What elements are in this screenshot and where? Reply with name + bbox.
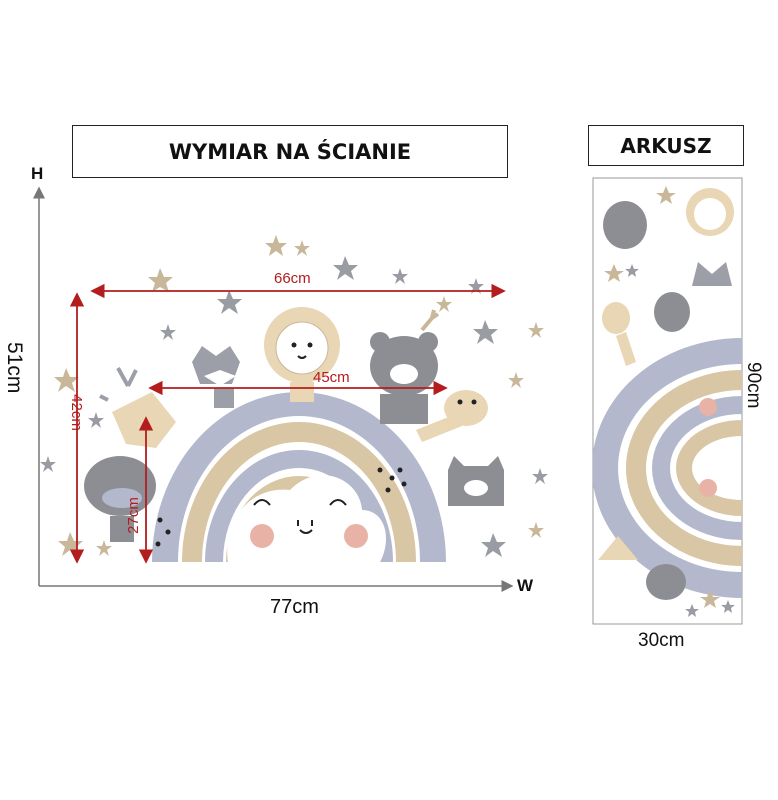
sheet-animals: [598, 188, 734, 600]
star-beige: [54, 368, 79, 392]
measure-lines: [69, 283, 506, 564]
wall-title-text: WYMIAR NA ŚCIANIE: [168, 139, 412, 164]
star-beige: [58, 532, 83, 556]
axes: [33, 186, 514, 592]
axis-h-label: H: [31, 164, 44, 183]
star-beige: [528, 322, 544, 338]
sheet-rainbow: [593, 338, 742, 598]
sheet-height-label: 90cm: [743, 362, 764, 409]
cat: [448, 456, 504, 506]
wall-width-label: 77cm: [270, 596, 319, 618]
dim-42-label: 42cm: [67, 394, 85, 431]
sheet-width-label: 30cm: [638, 630, 685, 651]
star-beige: [148, 268, 173, 292]
star-beige: [508, 372, 524, 388]
axis-w-label: W: [517, 576, 534, 595]
dim-27-label: 27cm: [124, 497, 142, 534]
cloud-face: [227, 475, 386, 562]
wall-dimension-title: WYMIAR NA ŚCIANIE: [72, 125, 508, 178]
dim-45-label: 45cm: [313, 369, 350, 386]
dots: [155, 467, 407, 547]
star-beige: [294, 240, 310, 256]
sheet-stars: [604, 186, 735, 617]
dim-66-label: 66cm: [274, 270, 311, 287]
lion: [264, 307, 340, 402]
star-beige: [96, 540, 112, 556]
star-beige: [265, 235, 287, 256]
giraffe: [416, 390, 488, 442]
fox: [192, 346, 240, 408]
star-beige: [436, 296, 452, 312]
sheet-title: ARKUSZ: [588, 125, 744, 166]
bear: [370, 309, 440, 424]
wall-height-label: 51cm: [3, 342, 26, 394]
hippo: [84, 456, 156, 542]
star-beige: [528, 522, 544, 538]
sheet-title-text: ARKUSZ: [620, 133, 712, 158]
stars-gray: [40, 256, 548, 557]
deer: [99, 367, 176, 448]
